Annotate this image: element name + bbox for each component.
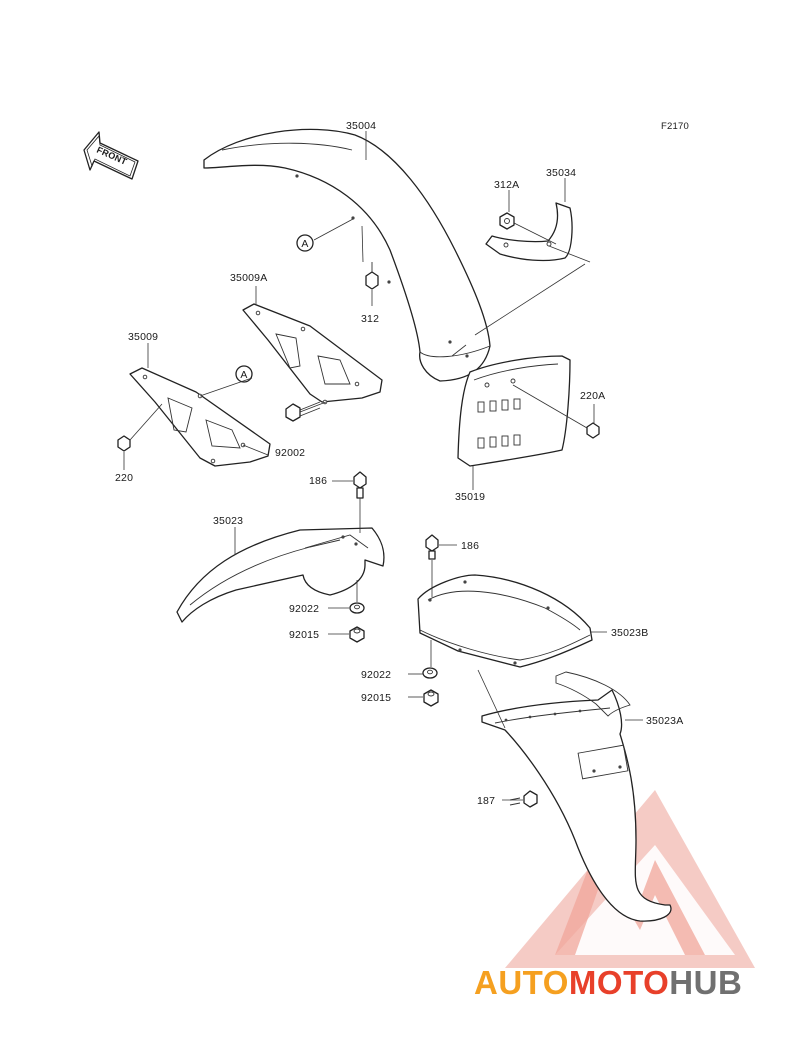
ref-marker-a-2: A bbox=[235, 365, 253, 383]
part-35034-bracket bbox=[485, 202, 573, 262]
label-35023B: 35023B bbox=[611, 627, 648, 639]
ref-marker-a-1: A bbox=[296, 234, 314, 252]
label-35009A: 35009A bbox=[230, 272, 267, 284]
part-312-bolt bbox=[365, 262, 379, 290]
leader-lines bbox=[123, 131, 643, 801]
label-186-lower: 186 bbox=[461, 540, 479, 552]
part-35019-plate bbox=[457, 355, 571, 467]
part-312A-nut bbox=[499, 212, 515, 230]
part-92022-washer-left bbox=[349, 602, 365, 614]
watermark-hub: HUB bbox=[669, 964, 742, 1001]
label-35019: 35019 bbox=[455, 491, 485, 503]
front-arrow-icon: FRONT bbox=[83, 131, 139, 180]
ref-marker-a-2-label: A bbox=[240, 369, 247, 381]
part-92015-nut-right bbox=[423, 689, 439, 707]
part-92015-nut-left bbox=[349, 626, 365, 643]
part-220-bolt bbox=[117, 435, 131, 452]
part-92002-bolt bbox=[285, 401, 321, 422]
svg-text:AUTOMOTOHUB: AUTOMOTOHUB bbox=[474, 964, 742, 1001]
part-187-bolt bbox=[509, 790, 538, 808]
label-92022-right: 92022 bbox=[361, 669, 391, 681]
plate-slots bbox=[477, 398, 521, 449]
label-220: 220 bbox=[115, 472, 133, 484]
label-92015-left: 92015 bbox=[289, 629, 319, 641]
label-220A: 220A bbox=[580, 390, 605, 402]
label-92022-left: 92022 bbox=[289, 603, 319, 615]
label-92002: 92002 bbox=[275, 447, 305, 459]
part-35023-fender bbox=[176, 527, 385, 623]
label-35034: 35034 bbox=[546, 167, 576, 179]
label-312: 312 bbox=[361, 313, 379, 325]
watermark-auto: AUTO bbox=[474, 964, 569, 1001]
part-186-bolt-lower bbox=[425, 534, 439, 560]
diagram-code: F2170 bbox=[661, 121, 689, 132]
label-35004: 35004 bbox=[346, 120, 376, 132]
part-92022-washer-right bbox=[422, 667, 438, 679]
part-35023B-cover bbox=[417, 574, 593, 668]
part-35023A-fender bbox=[481, 671, 672, 922]
part-labels: 35004 35034 312A 312 35009A 35009 220 92… bbox=[115, 120, 683, 807]
ref-marker-a-1-label: A bbox=[301, 238, 308, 250]
part-220A-bolt bbox=[586, 422, 600, 439]
label-35009: 35009 bbox=[128, 331, 158, 343]
label-187: 187 bbox=[477, 795, 495, 807]
label-186-upper: 186 bbox=[309, 475, 327, 487]
label-312A: 312A bbox=[494, 179, 519, 191]
label-35023A: 35023A bbox=[646, 715, 683, 727]
label-92015-right: 92015 bbox=[361, 692, 391, 704]
part-35009-stay bbox=[129, 367, 271, 467]
part-186-bolt-upper bbox=[353, 471, 367, 499]
watermark-wordmark: AUTOMOTOHUB bbox=[474, 964, 742, 1001]
label-35023: 35023 bbox=[213, 515, 243, 527]
watermark-moto: MOTO bbox=[569, 964, 669, 1001]
part-35004-front-fender bbox=[203, 128, 491, 382]
